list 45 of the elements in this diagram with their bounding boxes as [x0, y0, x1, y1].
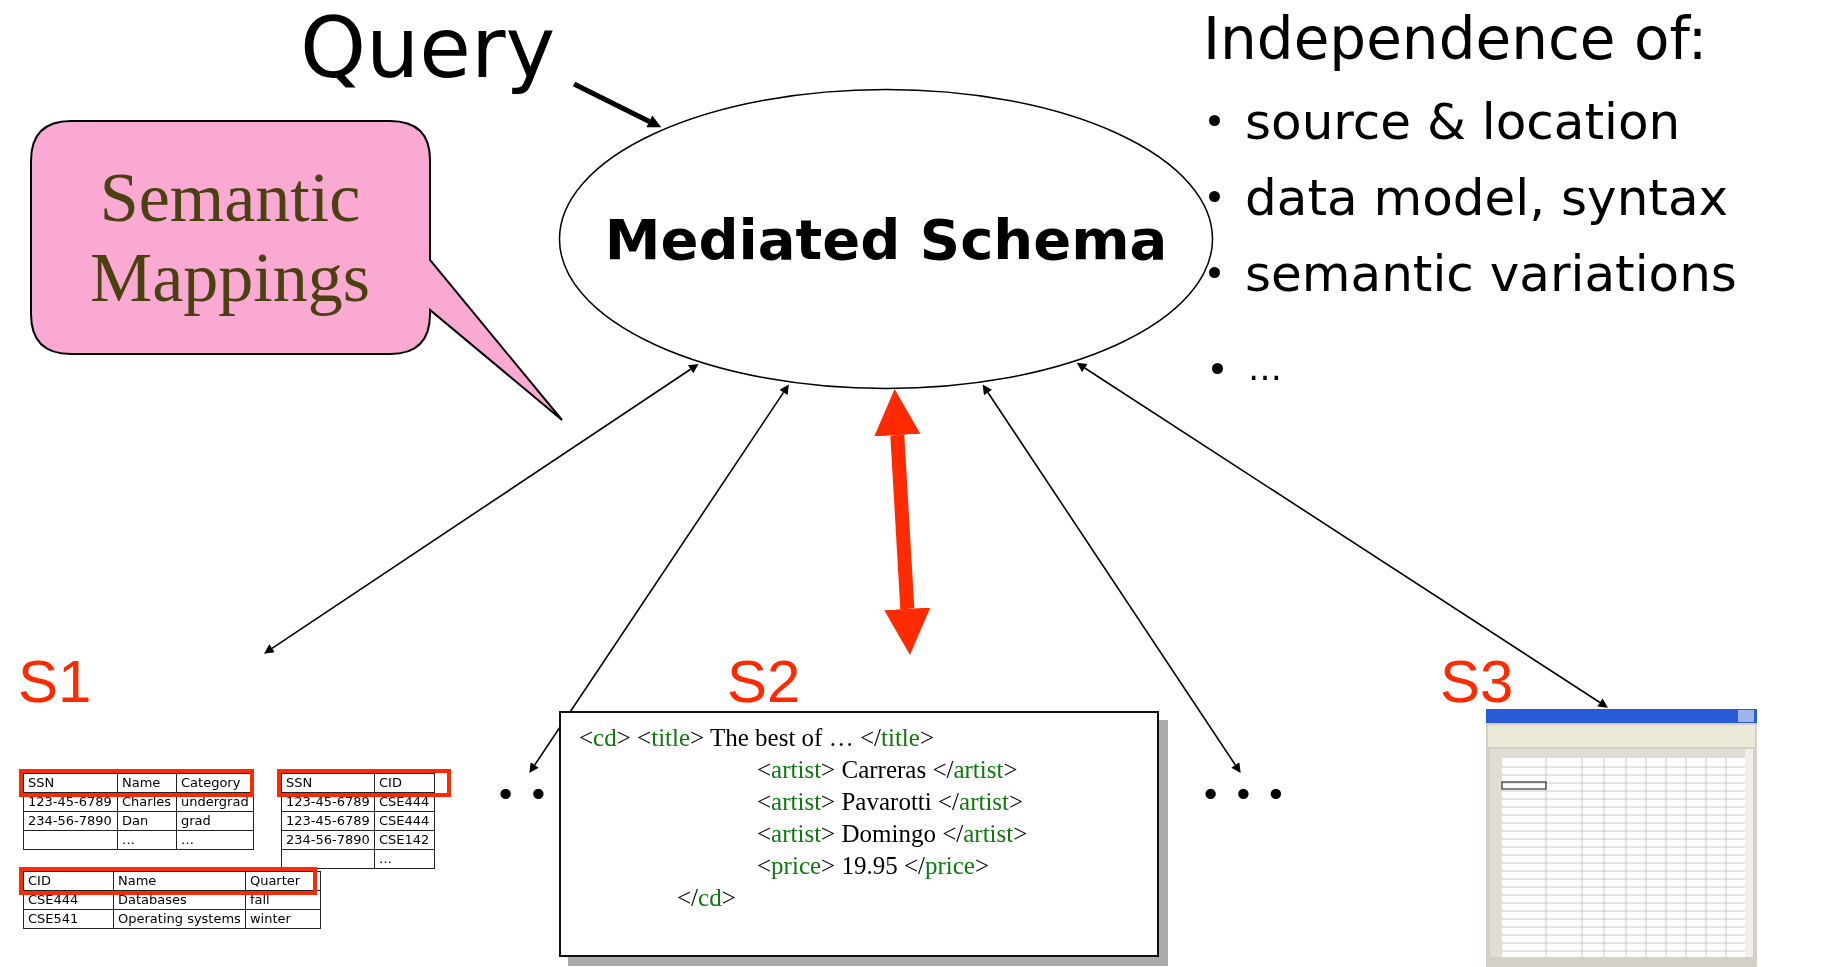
query-label: Query: [300, 2, 556, 94]
ellipsis-dots: • • •: [1200, 775, 1287, 815]
table-cell: 234-56-7890: [23, 811, 118, 831]
table-cell: winter: [245, 909, 321, 929]
table-cell: SSN: [23, 773, 118, 793]
xml-line: <artist> Domingo </artist>: [757, 819, 1028, 849]
xml-line: <artist> Pavarotti </artist>: [757, 787, 1024, 817]
bullet-text: source & location: [1245, 92, 1681, 152]
table-cell: Name: [113, 871, 246, 891]
double-arrow: [982, 384, 1241, 773]
ellipsis-dots: • •: [495, 775, 549, 815]
xml-line: <artist> Carreras </artist>: [757, 755, 1018, 785]
table-cell: …: [176, 830, 254, 850]
double-arrow: [1076, 362, 1608, 708]
source-label: S3: [1440, 651, 1514, 713]
source-label: S2: [727, 651, 801, 713]
table-cell: 123-45-6789: [281, 811, 375, 831]
table-cell: SSN: [281, 773, 375, 793]
callout-text: Semantic Mappings: [89, 157, 371, 318]
table-cell: 234-56-7890: [281, 830, 375, 850]
xml-line: </cd>: [677, 883, 736, 913]
heading-text: Independence of:: [1203, 4, 1708, 74]
table-cell: …: [374, 849, 435, 869]
node-title: Mediated Schema: [604, 206, 1168, 272]
table-cell: CSE444: [374, 811, 435, 831]
table-cell: Name: [117, 773, 177, 793]
table-cell: Dan: [117, 811, 177, 831]
table-cell: CSE142: [374, 830, 435, 850]
double-arrow: [264, 363, 699, 654]
bullet-text: data model, syntax: [1245, 168, 1729, 228]
double-arrow: [874, 388, 931, 655]
xml-line: <price> 19.95 </price>: [757, 851, 990, 881]
arrow: [572, 81, 662, 128]
table-cell: grad: [176, 811, 254, 831]
bullet-text: semantic variations: [1245, 244, 1737, 304]
table-cell: …: [117, 830, 177, 850]
table-cell: Quarter: [245, 871, 321, 891]
table-cell: CSE541: [23, 909, 114, 929]
xml-line: <cd> <title> The best of … </title>: [579, 723, 934, 753]
double-arrow: [529, 384, 789, 773]
table-cell: Operating systems: [113, 909, 246, 929]
source-label: S1: [18, 651, 92, 713]
table-cell: CID: [374, 773, 435, 793]
table-cell: CID: [23, 871, 114, 891]
ellipsis-text: …: [1248, 348, 1282, 389]
